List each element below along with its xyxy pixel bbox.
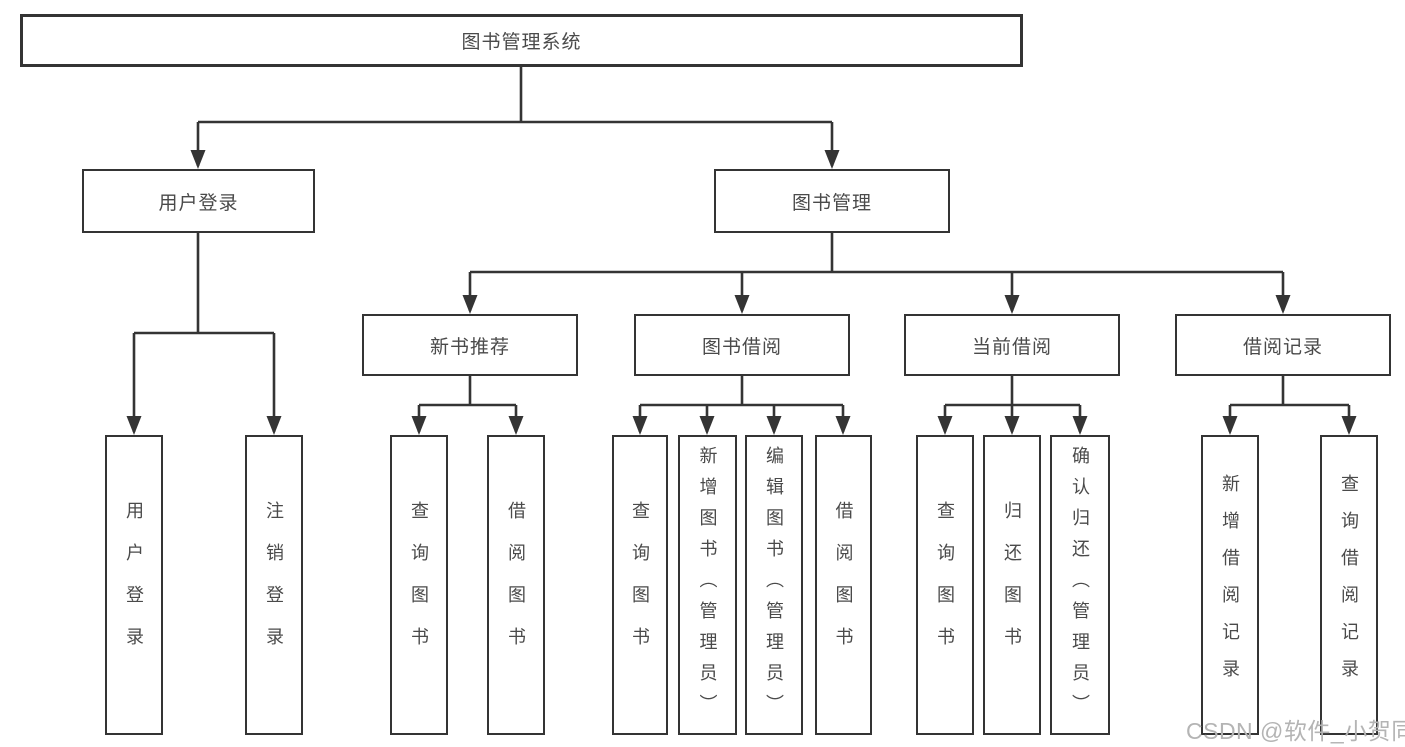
node-borrowing-records: 借阅记录 xyxy=(1175,314,1391,376)
node-leaf-edit-books-admin: 编辑图书（管理员） xyxy=(745,435,803,735)
node-book-borrowing: 图书借阅 xyxy=(634,314,850,376)
node-leaf-add-borrow-record: 新增借阅记录 xyxy=(1201,435,1259,735)
node-leaf-logout-label: 注销登录 xyxy=(264,501,284,669)
node-book-borrowing-label: 图书借阅 xyxy=(701,336,782,358)
node-leaf-query-books-current-label: 查询图书 xyxy=(935,501,955,669)
node-leaf-borrow-books: 借阅图书 xyxy=(815,435,872,735)
node-leaf-return-books: 归还图书 xyxy=(983,435,1041,735)
node-current-borrowing-label: 当前借阅 xyxy=(971,336,1052,358)
node-leaf-confirm-return-admin-label: 确认归还（管理员） xyxy=(1070,445,1090,725)
watermark: CSDN @软件_小贺同学 xyxy=(1186,718,1405,744)
node-leaf-query-books-recommend-label: 查询图书 xyxy=(409,501,429,669)
node-borrowing-records-label: 借阅记录 xyxy=(1242,336,1323,358)
node-leaf-logout: 注销登录 xyxy=(245,435,303,735)
node-leaf-add-books-admin: 新增图书（管理员） xyxy=(678,435,737,735)
node-user-login-label: 用户登录 xyxy=(158,192,239,214)
node-leaf-query-books-current: 查询图书 xyxy=(916,435,974,735)
node-book-management-label: 图书管理 xyxy=(791,192,872,214)
node-leaf-add-books-admin-label: 新增图书（管理员） xyxy=(697,445,718,725)
node-leaf-borrow-books-recommend-label: 借阅图书 xyxy=(506,501,526,669)
node-leaf-borrow-books-label: 借阅图书 xyxy=(833,501,854,669)
node-leaf-edit-books-admin-label: 编辑图书（管理员） xyxy=(764,445,784,725)
node-user-login: 用户登录 xyxy=(82,169,315,233)
node-leaf-confirm-return-admin: 确认归还（管理员） xyxy=(1050,435,1110,735)
node-leaf-borrow-books-recommend: 借阅图书 xyxy=(487,435,545,735)
node-current-borrowing: 当前借阅 xyxy=(904,314,1120,376)
node-leaf-user-login-label: 用户登录 xyxy=(124,501,144,669)
node-leaf-query-books-borrowing: 查询图书 xyxy=(612,435,668,735)
node-new-book-recommend: 新书推荐 xyxy=(362,314,578,376)
node-leaf-query-books-recommend: 查询图书 xyxy=(390,435,448,735)
node-leaf-query-books-borrowing-label: 查询图书 xyxy=(630,501,650,669)
node-book-management: 图书管理 xyxy=(714,169,950,233)
node-library-system: 图书管理系统 xyxy=(20,14,1023,67)
node-leaf-user-login: 用户登录 xyxy=(105,435,163,735)
node-leaf-return-books-label: 归还图书 xyxy=(1002,501,1022,669)
node-new-book-recommend-label: 新书推荐 xyxy=(429,336,510,358)
node-leaf-query-borrow-record-label: 查询借阅记录 xyxy=(1339,474,1359,696)
node-library-system-label: 图书管理系统 xyxy=(461,32,582,53)
node-leaf-add-borrow-record-label: 新增借阅记录 xyxy=(1220,474,1240,696)
node-leaf-query-borrow-record: 查询借阅记录 xyxy=(1320,435,1378,735)
